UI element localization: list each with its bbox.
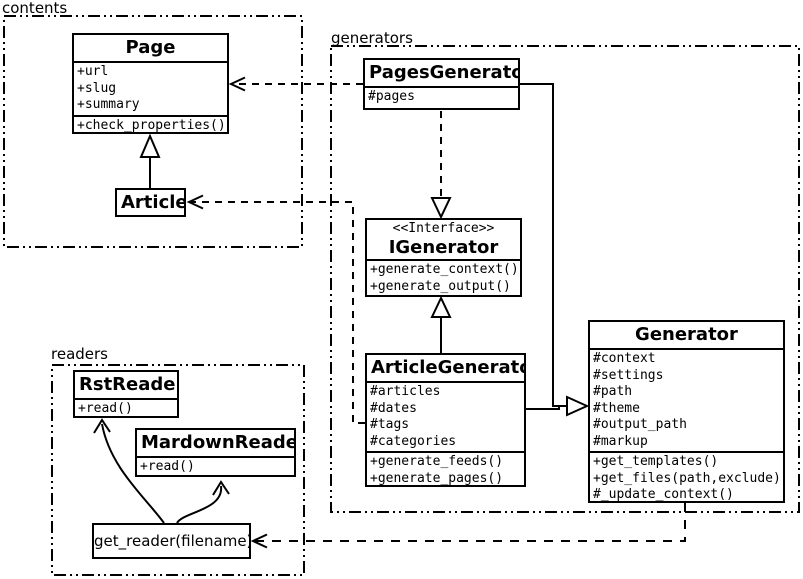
package-border-readers [51, 364, 305, 576]
class-title-mardownreader: MardownReader [141, 432, 296, 453]
function-box-get-reader: get_reader(filename) [92, 523, 252, 559]
dependency-arrowhead-page [228, 76, 246, 92]
attribute: #tags [370, 417, 410, 432]
generalization-triangle-article-page [139, 133, 161, 158]
arrow-curve-getreader-mardownreader [176, 485, 223, 524]
dependency-line-articlegenerator-article [191, 201, 365, 424]
class-title-igenerator: IGenerator [388, 237, 499, 258]
package-label-generators: generators [331, 29, 413, 47]
class-methods-generator: +get_templates() +get_files(path,exclude… [590, 451, 783, 502]
attribute: #settings [593, 367, 664, 383]
class-box-page: Page +url +slug +summary +check_properti… [72, 33, 229, 134]
dependency-arrowhead-article [186, 194, 204, 210]
attribute: +slug [77, 80, 117, 96]
class-attributes-articlegenerator: #articles #dates #tags #categories [367, 381, 524, 451]
class-box-generator: Generator #context #settings #path #them… [588, 320, 785, 503]
method: +get_templates() [593, 454, 719, 469]
dependency-arrowhead-getreader [250, 533, 268, 549]
arrowhead-mardownreader [212, 480, 230, 496]
generalization-triangle-articlegenerator-igenerator [430, 295, 452, 318]
method: +generate_output() [370, 278, 511, 294]
class-box-igenerator: <<Interface>> IGenerator +generate_conte… [365, 218, 522, 297]
class-methods-articlegenerator: +generate_feeds() +generate_pages() [367, 451, 524, 486]
realization-triangle-pagesgenerator-igenerator [430, 197, 452, 220]
package-label-readers: readers [51, 345, 108, 363]
attribute: #context [593, 351, 656, 366]
class-title-article: Article [121, 192, 186, 213]
class-methods-rstreader: +read() [75, 398, 177, 416]
arrowhead-rstreader [93, 418, 111, 434]
class-title-rstreader: RstReader [79, 374, 179, 395]
attribute: #dates [370, 400, 417, 416]
generalization-triangle-generator [566, 395, 590, 417]
class-box-rstreader: RstReader +read() [73, 370, 179, 418]
method: +generate_context() [370, 262, 519, 277]
class-attributes-page: +url +slug +summary [74, 61, 227, 115]
arrow-curve-getreader-rstreader [101, 423, 165, 524]
class-title-articlegenerator: ArticleGenerator [371, 357, 526, 378]
method: +read() [78, 401, 133, 416]
method: +check_properties() [77, 117, 226, 133]
class-methods-igenerator: +generate_context() +generate_output() [367, 259, 520, 295]
generalization-line-pagesgenerator-generator [519, 83, 567, 407]
class-stereotype-igenerator: <<Interface>> [392, 221, 495, 236]
attribute: #markup [593, 433, 648, 449]
class-title-page: Page [125, 37, 176, 58]
class-box-articlegenerator: ArticleGenerator #articles #dates #tags … [365, 353, 526, 487]
attribute: #theme [593, 400, 640, 416]
attribute: #categories [370, 433, 457, 449]
generalization-line-articlegenerator-generator [525, 406, 560, 410]
attribute: #path [593, 384, 633, 399]
attribute: #articles [370, 384, 441, 399]
attribute: #output_path [593, 417, 687, 432]
method: #_update_context() [593, 487, 734, 502]
method: +get_files(path,exclude) [593, 470, 781, 486]
class-title-pagesgenerator: PagesGenerator [369, 62, 520, 83]
class-box-article: Article [115, 188, 186, 217]
method: +generate_pages() [370, 470, 504, 486]
method: +read() [140, 459, 195, 474]
class-attributes-generator: #context #settings #path #theme #output_… [590, 348, 783, 451]
attribute: #pages [368, 89, 415, 104]
class-box-pagesgenerator: PagesGenerator #pages [363, 58, 520, 110]
class-methods-mardownreader: +read() [137, 456, 294, 475]
class-header-igenerator: <<Interface>> IGenerator [367, 220, 520, 259]
class-attributes-pagesgenerator: #pages [365, 86, 518, 107]
package-border-contents [3, 15, 303, 248]
package-label-contents: contents [2, 0, 68, 17]
class-title-generator: Generator [635, 324, 738, 345]
class-box-mardownreader: MardownReader +read() [135, 428, 296, 477]
class-methods-page: +check_properties() [74, 114, 227, 133]
method: +generate_feeds() [370, 454, 504, 469]
package-border-generators [330, 45, 800, 513]
dependency-line-generator-getreader [255, 503, 686, 542]
attribute: +summary [77, 97, 140, 112]
attribute: +url [77, 64, 109, 79]
